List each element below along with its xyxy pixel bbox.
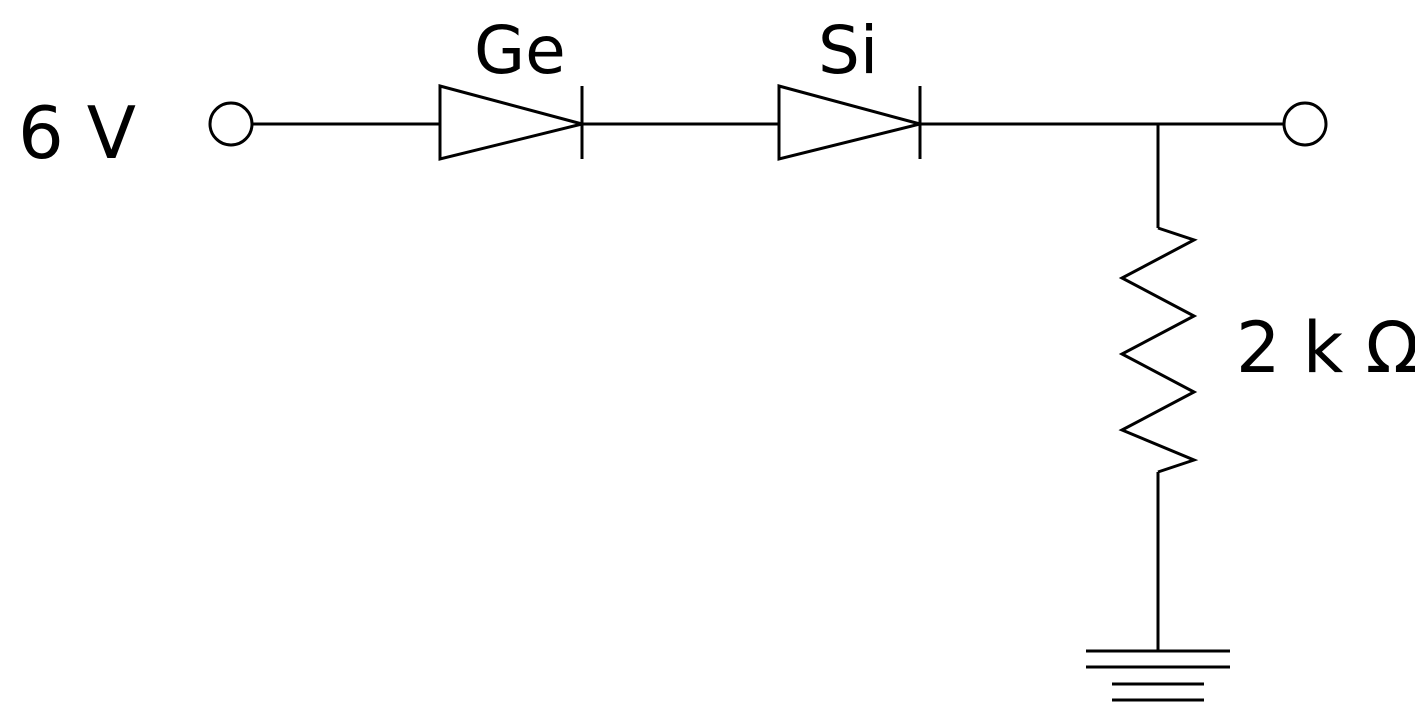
si-diode-label: Si [818,12,878,89]
resistor [1118,226,1199,474]
ground-symbol [1086,649,1230,702]
output-terminal [1282,101,1328,147]
si-diode-triangle [777,84,926,161]
resistor-label: 2 k Ω [1236,307,1415,389]
ge-diode-triangle [438,84,583,161]
si-diode [777,84,926,161]
ge-diode [438,84,584,161]
input-terminal [208,101,254,147]
ge-diode-label: Ge [474,12,566,89]
source-voltage-label: 6 V [18,91,136,175]
